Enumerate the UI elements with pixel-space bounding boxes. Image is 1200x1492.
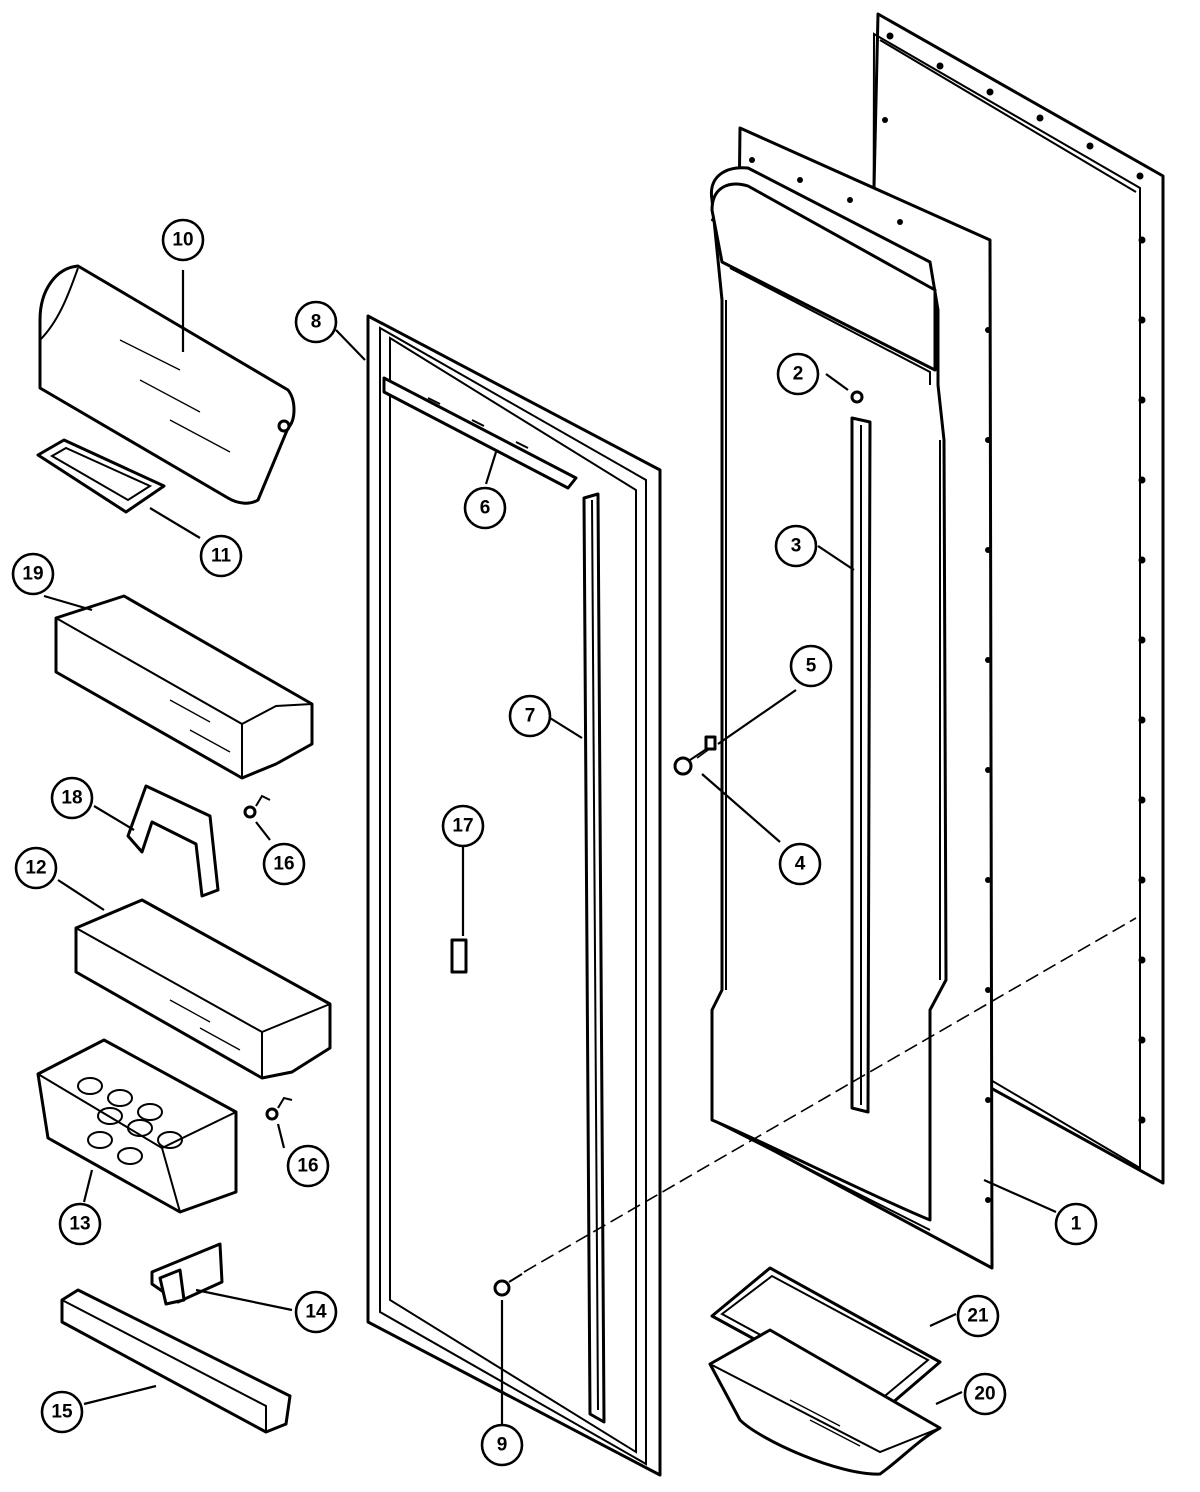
tray: [708, 1328, 942, 1476]
svg-text:8: 8: [311, 312, 322, 333]
svg-text:6: 6: [480, 498, 491, 519]
part-5-nut: [704, 735, 717, 751]
svg-text:1: 1: [1071, 1214, 1082, 1235]
dairy-cover: [38, 264, 296, 505]
callout-1: 1: [1054, 1202, 1098, 1246]
top-rail: [382, 376, 578, 490]
callout-21: 21: [956, 1294, 1000, 1338]
part-14-clip: [150, 1242, 224, 1306]
callout-5: 5: [789, 644, 833, 688]
leader-lines: [43, 270, 1057, 1432]
callout-11: 11: [199, 534, 243, 578]
svg-text:18: 18: [61, 788, 82, 809]
callout-3: 3: [774, 524, 818, 568]
callout-15: 15: [40, 1390, 84, 1434]
alignment-line-lower: [523, 917, 1137, 1273]
part-2-clip: [850, 390, 864, 404]
svg-text:3: 3: [791, 536, 802, 557]
svg-text:20: 20: [974, 1384, 995, 1405]
callout-10: 10: [161, 218, 205, 262]
callout-7: 7: [508, 694, 552, 738]
svg-text:7: 7: [525, 706, 536, 727]
callout-8: 8: [294, 300, 338, 344]
callout-20: 20: [963, 1372, 1007, 1416]
svg-text:5: 5: [806, 656, 817, 677]
svg-text:13: 13: [69, 1214, 90, 1235]
callout-18: 18: [50, 776, 94, 820]
part-17-clip: [450, 938, 468, 974]
callout-14: 14: [294, 1290, 338, 1334]
part-4-screw: [673, 747, 709, 776]
svg-text:19: 19: [22, 564, 43, 585]
side-rail: [582, 492, 606, 1424]
callout-19: 19: [11, 552, 55, 596]
svg-text:11: 11: [211, 546, 232, 567]
part-16-screw-lower: [265, 1096, 293, 1121]
svg-text:4: 4: [795, 854, 806, 875]
part-18-bracket: [126, 784, 220, 898]
callout-9: 9: [480, 1423, 524, 1467]
callout-6: 6: [463, 486, 507, 530]
svg-text:2: 2: [793, 364, 804, 385]
svg-text:12: 12: [25, 858, 46, 879]
svg-text:21: 21: [967, 1306, 989, 1327]
part-9-screw: [493, 1273, 523, 1297]
part-16-screw-upper: [243, 794, 271, 819]
trim-strip: [60, 1288, 292, 1434]
alignment-line-upper: [696, 749, 709, 759]
door-gasket: [366, 314, 662, 1477]
svg-text:16: 16: [273, 854, 294, 875]
door-bin-lower: [74, 898, 332, 1080]
callout-4: 4: [778, 842, 822, 886]
callout-16-upper: 16: [262, 842, 306, 886]
callout-13: 13: [58, 1202, 102, 1246]
door-bin-upper: [54, 594, 314, 780]
egg-tray: [36, 1038, 238, 1214]
svg-text:10: 10: [172, 230, 193, 251]
part-11-tray: [36, 438, 166, 514]
svg-text:17: 17: [452, 816, 473, 837]
callout-17: 17: [441, 804, 485, 848]
callout-16-lower: 16: [286, 1144, 330, 1188]
callout-12: 12: [14, 846, 58, 890]
svg-text:9: 9: [497, 1435, 508, 1456]
callout-2: 2: [776, 352, 820, 396]
svg-text:16: 16: [297, 1156, 318, 1177]
svg-text:15: 15: [51, 1402, 73, 1423]
svg-text:14: 14: [305, 1302, 327, 1323]
shelf-rail: [850, 416, 872, 1114]
